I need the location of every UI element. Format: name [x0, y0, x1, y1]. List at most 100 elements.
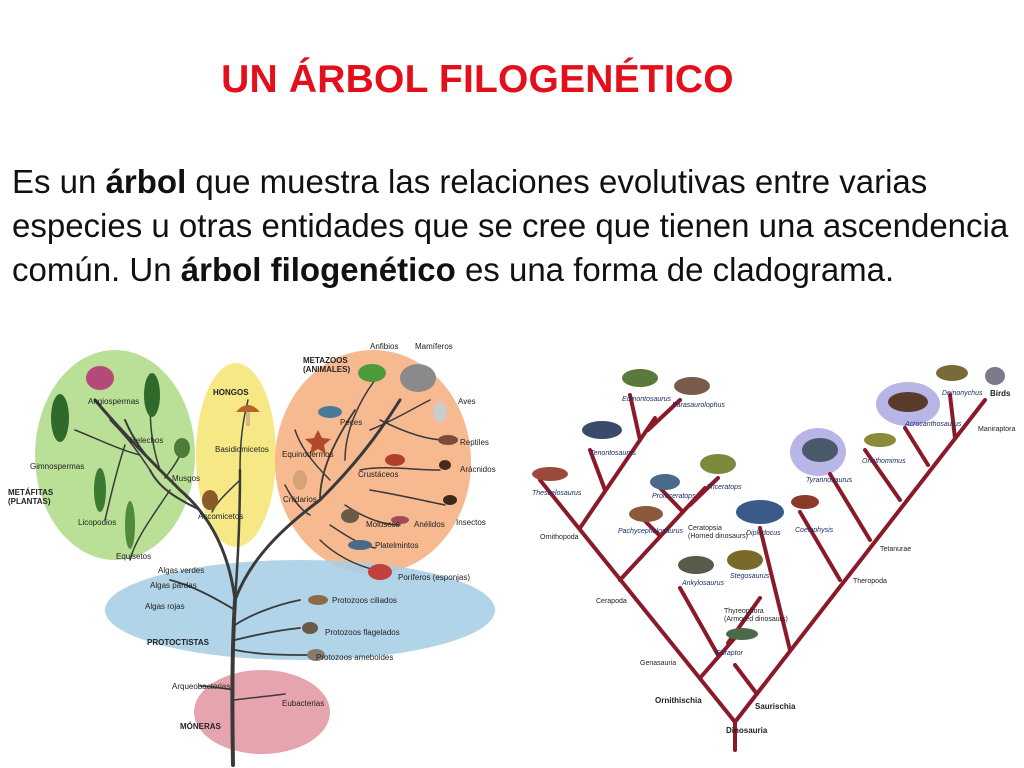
starfish-icon [305, 430, 331, 454]
protists-region [105, 560, 495, 660]
taxon-label-tenontosaurus: Tenontosaurus [590, 450, 637, 457]
taxon-label-maniraptora: Maniraptora [978, 426, 1016, 433]
ascomycete-icon [202, 490, 218, 510]
monera-region [194, 670, 330, 754]
leaf-label-protozoos-ameboides: Protozoos ameboides [316, 653, 394, 662]
mushroom-icon [236, 405, 260, 412]
taxon-label-triceratops: Triceratops [707, 484, 742, 491]
flatworm-icon [348, 540, 372, 550]
leaf-label-ascomicetos: Ascomicetos [198, 512, 244, 521]
leaf-label-aracnidos: Arácnidos [460, 465, 496, 474]
group-label-hongos: HONGOS [213, 388, 249, 397]
bird-pigeon-icon [985, 367, 1005, 385]
taxon-label-protoceratops: Protoceratops [652, 493, 696, 500]
diplodocus-icon [736, 500, 784, 524]
ciliate-icon [308, 595, 328, 605]
taxon-label-thescelosaurus: Thescelosaurus [532, 490, 582, 497]
tree-branches [74, 379, 446, 767]
protoceratops-icon [650, 474, 680, 490]
insect-icon [443, 495, 457, 505]
fungi-illustrations [202, 405, 260, 510]
leaf-label-anelidos: Anélidos [414, 520, 445, 529]
annelid-icon [391, 516, 409, 524]
leaf-label-helechos: Helechos [130, 436, 164, 445]
leaf-label-arqueobacterias: Arqueobacterias [172, 682, 231, 691]
taxon-label-deinonychus: Deinonychus [942, 390, 983, 397]
taxon-label-ceratopsia: Ceratopsia (Horned dinosaurs) [688, 525, 748, 540]
group-label-moneras: MÓNERAS [180, 722, 221, 731]
taxon-label-diplodocus: Diplodocus [746, 530, 781, 537]
taxon-label-parasaurolophus: Parasaurolophus [672, 402, 725, 409]
animal-illustrations [293, 364, 458, 580]
elephant-icon [400, 364, 436, 392]
leaf-label-poriferos: Poríferos (esponjas) [398, 573, 471, 582]
cnidarian-icon [293, 470, 307, 490]
taxon-label-ornithomimus: Ornithomimus [862, 458, 906, 465]
sponge-icon [368, 564, 392, 580]
arachnid-icon [439, 460, 451, 470]
plant-illustrations [51, 366, 190, 549]
thescelosaurus-icon [532, 467, 568, 481]
triceratops-icon [700, 454, 736, 474]
taxon-label-edmontosaurus: Edmontosaurus [622, 396, 672, 403]
taxon-label-coelophysis: Coelophysis [795, 527, 834, 534]
leaf-label-anfibios: Anfibios [370, 342, 399, 351]
leaf-label-peces: Peces [340, 418, 363, 427]
mollusc-icon [341, 509, 359, 523]
parasaurolophus-icon [674, 377, 710, 395]
taxon-label-stegosaurus: Stegosaurus [730, 573, 770, 580]
moss-icon [174, 438, 190, 458]
leaf-label-musgos: Musgos [172, 474, 201, 483]
frog-icon [358, 364, 386, 382]
bird-icon [433, 402, 447, 422]
leaf-label-licopodios: Licopodios [78, 518, 117, 527]
pachycephalosaurus-icon [629, 506, 663, 522]
taxon-label-ornithopoda: Ornithopoda [540, 534, 579, 541]
leaf-label-protozoos-flagelados: Protozoos flagelados [325, 628, 400, 637]
acrocanthosaurus-icon [888, 392, 928, 412]
group-label-protoctistas: PROTOCTISTAS [147, 638, 209, 647]
fern-icon [144, 373, 160, 417]
description-text-2: que muestra las relaciones evolutivas en… [12, 163, 1009, 288]
description-text-3: es una forma de cladograma. [455, 251, 895, 288]
description-bold-arbol-filogenetico: árbol filogenético [180, 251, 456, 288]
taxon-label-tetanurae: Tetanurae [880, 546, 912, 553]
tyrannosaurus-icon [802, 438, 838, 462]
taxon-label-saurischia: Saurischia [755, 702, 796, 711]
leaf-label-gimnospermas: Gimnospermas [30, 462, 85, 471]
taxon-label-ankylosaurus: Ankylosaurus [682, 580, 725, 587]
page-title: UN ÁRBOL FILOGENÉTICO [221, 58, 734, 101]
leaf-label-angiospermas: Angiospermas [88, 397, 140, 406]
leaf-label-algas-verdes: Algas verdes [158, 566, 205, 575]
leaf-label-algas-rojas: Algas rojas [145, 602, 185, 611]
taxon-label-ornithischia: Ornithischia [655, 696, 702, 705]
fish-icon [318, 406, 342, 418]
taxon-label-genasauria: Genasauria [640, 660, 677, 667]
deinonychus-icon [936, 365, 968, 381]
angiosperm-flower-icon [86, 366, 114, 390]
ankylosaurus-icon [678, 556, 714, 574]
leaf-label-protozoos-ciliados: Protozoos ciliados [332, 596, 397, 605]
protist-illustrations [302, 595, 328, 661]
leaf-label-eubacterias: Eubacterias [282, 699, 325, 708]
taxon-label-dinosauria: Dinosauria [726, 726, 768, 735]
leaf-label-aves: Aves [458, 397, 476, 406]
leaf-label-mamiferos: Mamíferos [415, 342, 453, 351]
leaf-label-reptiles: Reptiles [460, 438, 489, 447]
lycopod-icon [94, 468, 106, 512]
ornithomimus-icon [864, 433, 896, 447]
leaf-label-cnidarios: Cnidarios [283, 495, 317, 504]
leaf-label-basidiomicetos: Basidiomicetos [215, 445, 269, 454]
amoeba-icon [307, 649, 325, 661]
group-label-metafitas: METÁFITAS (PLANTAS) [8, 488, 54, 506]
edmontosaurus-icon [622, 369, 658, 387]
leaf-label-crustaceos: Crustáceos [358, 470, 399, 479]
taxon-label-cerapoda: Cerapoda [596, 598, 627, 605]
leaf-label-equisetos: Equisetos [116, 552, 152, 561]
leaf-label-algas-pardas: Algas pardas [150, 581, 197, 590]
horsetail-icon [125, 501, 135, 549]
taxon-label-eoraptor: Eoraptor [716, 650, 743, 657]
taxon-label-acrocanthosaurus: Acrocanthosaurus [905, 421, 962, 428]
